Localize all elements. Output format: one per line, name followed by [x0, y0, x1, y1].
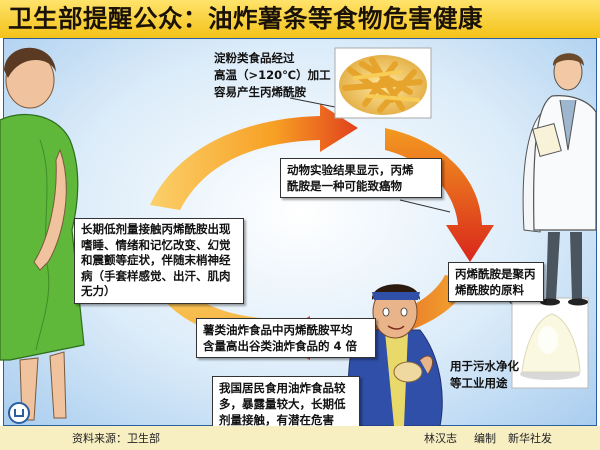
xinhua-logo-icon: [8, 402, 30, 424]
text-line: 动物实验结果显示，丙烯: [287, 163, 414, 177]
text-line: 丙烯酰胺是聚丙: [455, 267, 536, 281]
cycle-arrow-top: [150, 104, 358, 210]
long-term-symptoms-box: 长期低剂量接触丙烯酰胺出现 嗜睡、情绪和记忆改变、幻觉 和震颤等症状，伴随末梢神…: [74, 218, 244, 304]
raw-material-box: 丙烯酰胺是聚丙 烯酰胺的原料: [448, 262, 544, 302]
edit-credit: 编制: [474, 432, 496, 445]
powder-photo: [511, 297, 589, 389]
title-bar: 卫生部提醒公众：油炸薯条等食物危害健康: [0, 0, 600, 38]
text-line: 多，暴露量较大，长期低: [219, 397, 346, 411]
text-line: 无力）: [81, 284, 116, 298]
text-line: 淀粉类食品经过: [214, 51, 295, 65]
text-line: 烯酰胺的原料: [455, 283, 524, 297]
text-line: 薯类油炸食品中丙烯酰胺平均: [203, 323, 353, 337]
doctor-figure: [522, 53, 597, 306]
text-line: 含量高出谷类油炸食品的 4 倍: [203, 339, 358, 353]
text-line: 嗜睡、情绪和记忆改变、幻觉: [81, 237, 231, 252]
page-title: 卫生部提醒公众：油炸薯条等食物危害健康: [8, 4, 483, 33]
boy-figure: [347, 284, 443, 427]
text-line: 剂量接触，有潜在危害: [219, 413, 334, 427]
fries-photo: [334, 47, 432, 119]
text-line: 高温（>120℃）加工: [214, 68, 331, 82]
animal-test-box: 动物实验结果显示，丙烯 酰胺是一种可能致癌物: [280, 158, 442, 198]
text-line: 长期低剂量接触丙烯酰胺出现: [81, 222, 231, 236]
author-credit: 林汉志: [424, 432, 457, 445]
woman-figure: [0, 47, 85, 421]
pointer-line: [399, 199, 451, 213]
agency-credit: 新华社发: [508, 432, 552, 445]
text-line: 酰胺是一种可能致癌物: [287, 179, 402, 193]
text-line: 等工业用途: [450, 376, 508, 390]
text-line: 和震颤等症状，伴随末梢神经: [81, 253, 231, 267]
text-line: 容易产生丙烯酰胺: [214, 85, 306, 99]
source-credit: 资料来源：卫生部: [72, 432, 160, 445]
text-line: 用于污水净化: [450, 359, 519, 373]
uses-text: 用于污水净化 等工业用途: [450, 358, 519, 392]
exposure-box: 我国居民食用油炸食品较 多，暴露量较大，长期低 剂量接触，有潜在危害: [212, 376, 360, 432]
footer: 资料来源：卫生部 林汉志 编制 新华社发: [0, 426, 600, 450]
fried-potato-box: 薯类油炸食品中丙烯酰胺平均 含量高出谷类油炸食品的 4 倍: [196, 318, 376, 358]
cycle-arrow-right: [385, 128, 494, 262]
text-line: 我国居民食用油炸食品较: [219, 381, 346, 395]
starch-foods-text: 淀粉类食品经过 高温（>120℃）加工 容易产生丙烯酰胺: [214, 50, 331, 101]
text-line: 病（手套样感觉、出汗、肌肉: [81, 268, 231, 283]
